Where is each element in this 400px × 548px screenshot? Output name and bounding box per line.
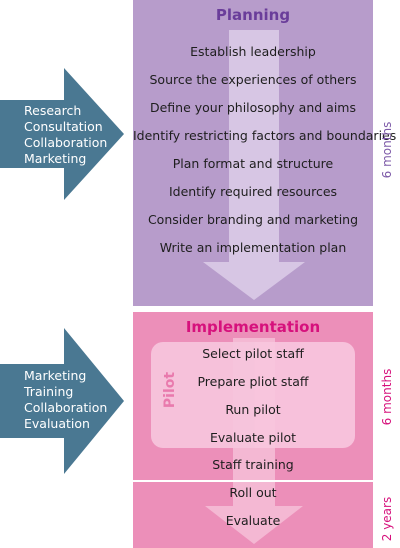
planning-title: Planning <box>215 6 291 24</box>
pilot-box: Pilot <box>151 342 355 448</box>
implementation-input: Evaluation <box>24 416 90 431</box>
implementation-inputs-text: Marketing Training Collaboration Evaluat… <box>24 368 107 432</box>
pilot-step: Prepare pliot staff <box>197 374 309 389</box>
rollout-down-arrow <box>205 482 303 544</box>
planning-step: Establish leadership <box>190 44 316 59</box>
planning-step: Identify required resources <box>168 184 338 199</box>
implementation-panel: Implementation Pilot Select pilot staff … <box>133 312 373 480</box>
planning-step: Plan format and structure <box>172 156 334 171</box>
pilot-step: Evaluate pilot <box>209 430 296 445</box>
planning-step: Identify restricting factors and boundar… <box>133 128 397 143</box>
implementation-input: Collaboration <box>24 400 108 415</box>
planning-input: Collaboration <box>24 135 108 150</box>
rollout-step: Evaluate <box>225 513 281 528</box>
planning-down-arrow <box>203 30 305 300</box>
planning-step: Source the experiences of others <box>149 72 357 87</box>
planning-duration: 6 months <box>380 121 394 179</box>
planning-inputs-text: Research Consultation Collaboration Mark… <box>24 103 107 167</box>
rollout-duration: 2 years <box>380 496 394 542</box>
implementation-input: Training <box>24 384 74 399</box>
pilot-step: Select pilot staff <box>202 346 304 361</box>
rollout-panel: Roll out Evaluate <box>133 482 373 548</box>
planning-step: Define your philosophy and aims <box>149 100 356 115</box>
planning-input: Consultation <box>24 119 103 134</box>
planning-panel: Planning Establish leadership Source the… <box>133 0 397 306</box>
implementation-duration: 6 months <box>380 368 394 426</box>
pilot-step: Run pilot <box>225 402 281 417</box>
implementation-input: Marketing <box>24 368 87 383</box>
implementation-title: Implementation <box>185 318 321 336</box>
planning-step: Consider branding and marketing <box>147 212 359 227</box>
planning-input: Research <box>24 103 82 118</box>
rollout-step: Roll out <box>229 485 277 500</box>
staff-training-step: Staff training <box>212 457 294 472</box>
planning-inputs-arrow-shape <box>0 68 124 200</box>
planning-step: Write an implementation plan <box>159 240 347 255</box>
planning-input: Marketing <box>24 151 87 166</box>
implementation-inputs-arrow-shape <box>0 328 124 474</box>
